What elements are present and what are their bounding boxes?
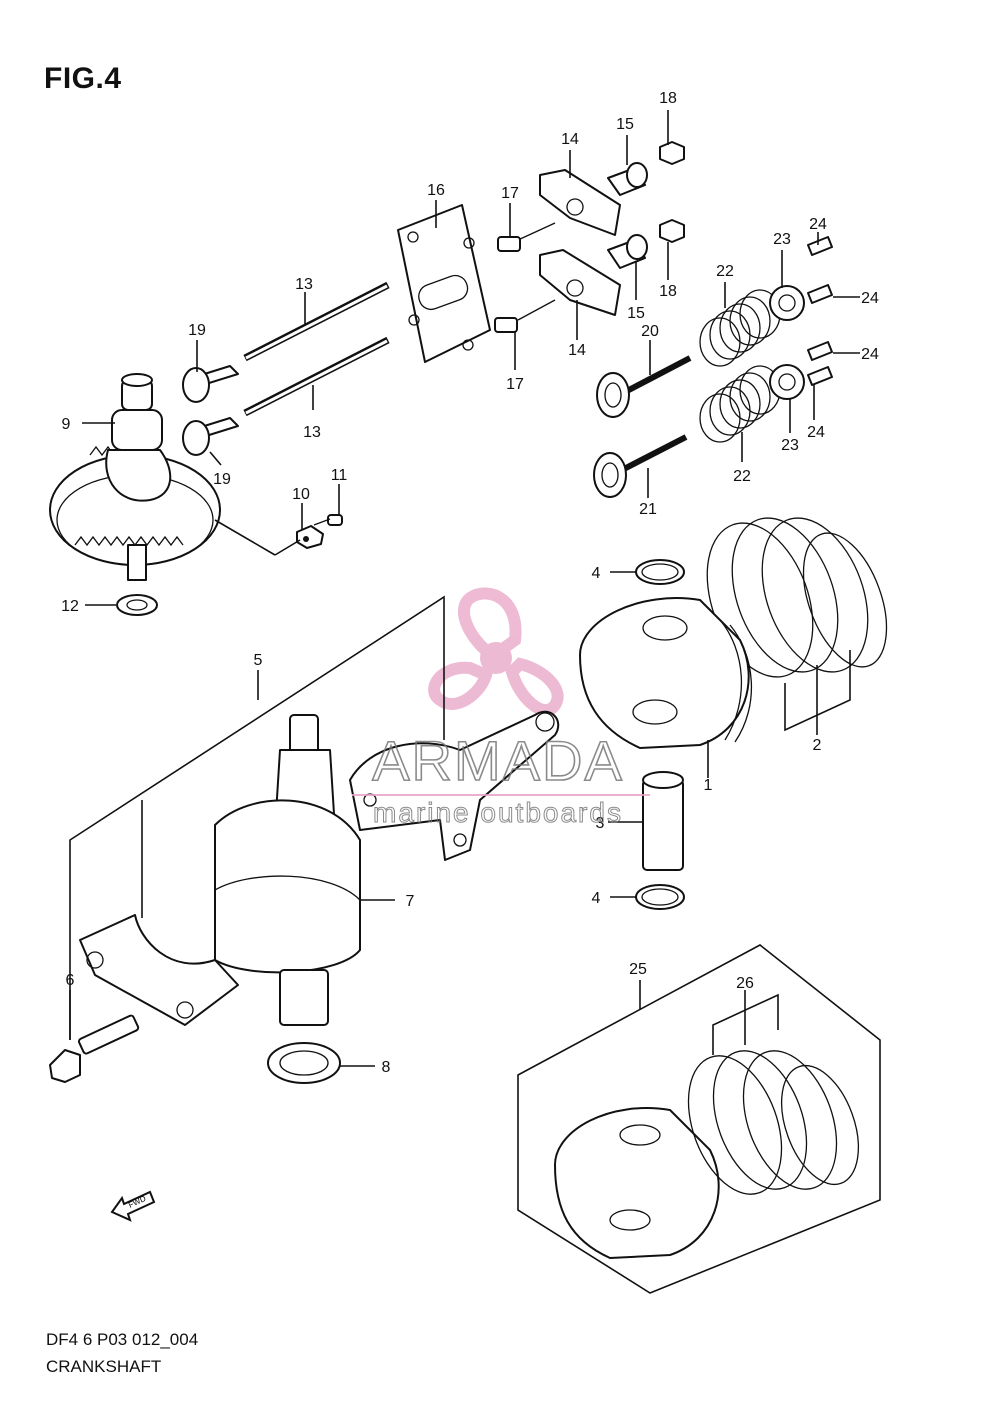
- cotter-24-b: [807, 284, 833, 304]
- callout-labels: 1 2 3 4 4 5 6 7 8 9 10 11 12 13 13 14 14…: [61, 90, 879, 1076]
- callout-2: 2: [813, 737, 822, 754]
- callout-16: 16: [427, 182, 445, 199]
- rocker-bracket-16: [397, 204, 491, 363]
- con-rod: [349, 710, 560, 861]
- callout-21: 21: [639, 501, 657, 518]
- callout-6: 6: [66, 972, 75, 989]
- callout-23-upper: 23: [773, 231, 791, 248]
- watermark-brand: ARMADA: [372, 729, 624, 792]
- camshaft: [105, 373, 172, 502]
- callout-13-lower: 13: [303, 424, 321, 441]
- stud-17-upper: [497, 222, 556, 252]
- callout-25: 25: [629, 961, 647, 978]
- tappet-lower: [182, 417, 239, 456]
- callout-24-a: 24: [809, 216, 827, 233]
- piston-rings-26: [687, 1050, 859, 1195]
- callout-11: 11: [331, 467, 348, 484]
- callout-8: 8: [382, 1059, 391, 1076]
- circlip-4-lower: [635, 884, 685, 910]
- callout-1: 1: [704, 777, 713, 794]
- callout-24-b: 24: [861, 290, 879, 307]
- callout-14-lower: 14: [568, 342, 586, 359]
- callout-9: 9: [62, 416, 71, 433]
- callout-18-lower: 18: [659, 283, 677, 300]
- callout-23-lower: 23: [781, 437, 799, 454]
- callout-12: 12: [61, 598, 79, 615]
- push-rod-upper: [243, 281, 390, 362]
- retainer-23-upper: [769, 285, 805, 321]
- callout-17-upper: 17: [501, 185, 519, 202]
- cotter-24-c: [807, 341, 833, 361]
- tappet-upper: [182, 365, 239, 403]
- crankshaft-7: [214, 714, 361, 1026]
- callout-14-upper: 14: [561, 131, 579, 148]
- leader-lines: [69, 110, 860, 1067]
- watermark-propeller-icon: [428, 587, 564, 717]
- bolt-6: [49, 1014, 140, 1083]
- piston-25: [554, 1107, 720, 1259]
- spring-22-upper: [699, 289, 781, 367]
- callout-19-upper: 19: [188, 322, 206, 339]
- callout-24-d: 24: [807, 424, 825, 441]
- circlip-4-upper: [635, 559, 685, 585]
- valve-21: [593, 434, 688, 498]
- watermark-tagline: marine outboards: [373, 797, 623, 828]
- cotter-24-a: [807, 236, 833, 256]
- rocker-arm-lower: [539, 249, 621, 316]
- callout-15-upper: 15: [616, 116, 634, 133]
- fwd-arrow-icon: FWD: [110, 1190, 156, 1222]
- callout-10: 10: [292, 486, 310, 503]
- callout-24-c: 24: [861, 346, 879, 363]
- rod-cap: [79, 914, 239, 1026]
- retainer-23-lower: [769, 364, 805, 400]
- plate-10: [296, 525, 324, 549]
- cotter-24-d: [807, 366, 833, 386]
- washer-12: [116, 594, 158, 616]
- watermark: ARMADA marine outboards: [352, 728, 650, 829]
- pivot-15-lower: [607, 234, 648, 269]
- callout-19-lower: 19: [213, 471, 231, 488]
- figure-name: CRANKSHAFT: [46, 1357, 162, 1376]
- callout-18-upper: 18: [659, 90, 677, 107]
- callout-15-lower: 15: [627, 305, 645, 322]
- piston-1: [579, 597, 752, 749]
- callout-4-lower: 4: [592, 890, 601, 907]
- callout-4-upper: 4: [592, 565, 601, 582]
- nut-18-lower: [659, 219, 685, 243]
- washer-8: [267, 1042, 341, 1084]
- rocker-arm-upper: [539, 169, 621, 236]
- callout-26: 26: [736, 975, 754, 992]
- callout-7: 7: [406, 893, 415, 910]
- stud-17-lower: [494, 299, 556, 333]
- valve-20: [596, 355, 692, 418]
- nut-18-upper: [659, 141, 685, 165]
- screw-11: [313, 514, 343, 526]
- callout-22-lower: 22: [733, 468, 751, 485]
- callout-17-lower: 17: [506, 376, 524, 393]
- callout-20: 20: [641, 323, 659, 340]
- callout-22-upper: 22: [716, 263, 734, 280]
- callout-3: 3: [596, 815, 605, 832]
- figure-code: DF4 6 P03 012_004: [46, 1330, 199, 1349]
- spring-22-lower: [699, 365, 781, 443]
- piston-rings-2: [706, 517, 888, 678]
- callout-5: 5: [254, 652, 263, 669]
- callout-13-upper: 13: [295, 276, 313, 293]
- push-rod-lower: [243, 336, 390, 417]
- pivot-15-upper: [607, 162, 648, 196]
- piston-pin-3: [642, 771, 684, 871]
- figure-title: FIG.4: [44, 62, 122, 95]
